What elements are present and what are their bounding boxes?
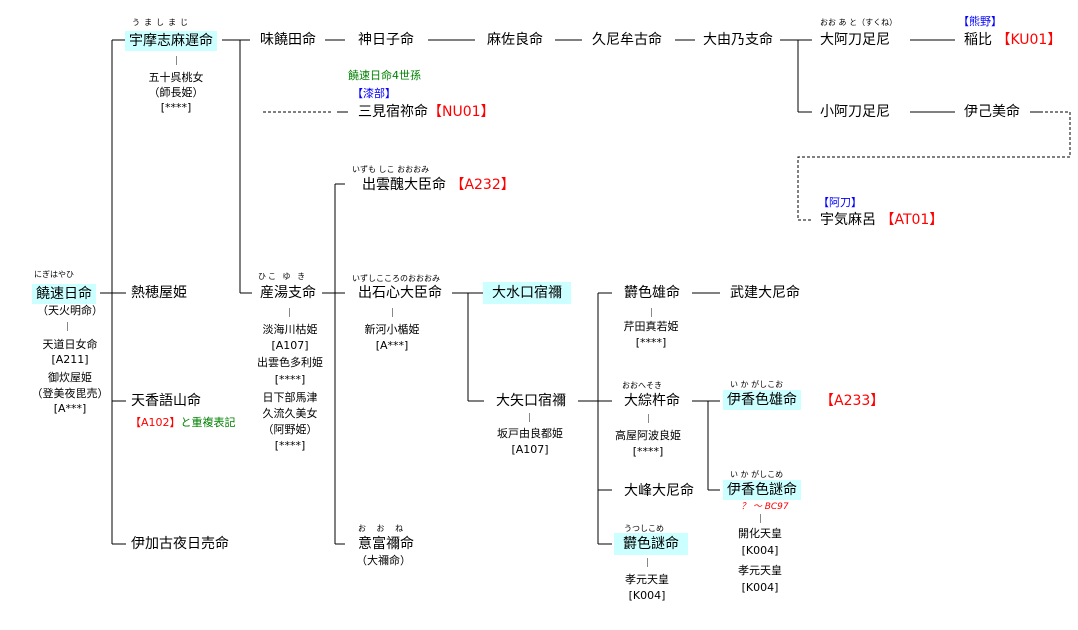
node-hotsuyahime[interactable]: 熱穂屋姫	[131, 285, 187, 301]
note-code: 【A102】	[130, 416, 181, 429]
node-izumoshiko[interactable]: 出雲醜大臣命 【A232】	[362, 176, 515, 194]
spouse-code: [A107]	[271, 339, 309, 352]
spouse-alias: （師長姫）	[148, 86, 204, 99]
node-oone[interactable]: 意富禰命	[358, 536, 414, 552]
node-ooyunokhe[interactable]: 大由乃支命	[703, 32, 773, 48]
spouse-code: [****]	[274, 373, 306, 386]
node-umashitanigi[interactable]: 味饒田命	[260, 32, 316, 48]
node-oatotari[interactable]: 大阿刀足尼	[820, 32, 890, 48]
generation-note: 饒速日命4世孫	[348, 69, 421, 82]
spouse-code: [K004]	[741, 544, 779, 557]
node-ikagashikoo[interactable]: 伊香色雄命	[723, 390, 801, 410]
ruby: いずも しこ おおおみ	[352, 165, 430, 174]
spouse-link	[760, 514, 761, 523]
code: 【A232】	[450, 177, 515, 193]
node-ikakoyahime[interactable]: 伊加古夜日売命	[131, 536, 229, 552]
node-mimisukune[interactable]: 三見宿祢命【NU01】	[358, 103, 495, 121]
clan-label: 【漆部】	[352, 87, 396, 100]
ruby: うつしこめ	[624, 524, 664, 533]
ruby: い か がしこお	[730, 380, 784, 389]
alias: （大禰命）	[356, 554, 411, 567]
name: 出雲醜大臣命	[362, 177, 446, 193]
ruby: い か がしこめ	[730, 470, 784, 479]
spouse-code: [****]	[274, 439, 306, 452]
spouse-alias: （登美夜毘売）	[31, 387, 109, 400]
duplicate-note: 【A102】と重複表記	[130, 415, 236, 430]
spouse: 孝元天皇	[738, 564, 782, 577]
spouse: 御炊屋姫	[48, 371, 92, 384]
spouse-link	[67, 322, 68, 331]
node-izushigokoro[interactable]: 出石心大臣命	[358, 285, 442, 301]
spouse-code: [****]	[160, 101, 192, 114]
node-utsushikoo[interactable]: 欝色雄命	[624, 285, 680, 301]
ruby: お お ね	[358, 524, 408, 533]
node-inahi[interactable]: 稲比 【KU01】	[964, 31, 1061, 49]
spouse: 天道日女命	[42, 338, 98, 351]
spouse: 出雲色多利姫	[257, 356, 323, 369]
spouse: 五十呉桃女	[148, 71, 204, 84]
node-ikomi[interactable]: 伊己美命	[964, 104, 1020, 120]
spouse: 新河小楯姫	[364, 323, 420, 336]
node-nigihayahi[interactable]: 饒速日命	[32, 284, 96, 304]
spouse-code: [A***]	[375, 339, 409, 352]
node-oohesoki[interactable]: 大綜杵命	[624, 393, 680, 409]
ruby: おおへそき	[622, 381, 662, 390]
node-takeoone[interactable]: 武建大尼命	[730, 285, 800, 301]
code: 【NU01】	[428, 104, 495, 120]
node-utsushikome[interactable]: 欝色謎命	[614, 533, 688, 555]
spouse-code: [****]	[632, 445, 664, 458]
name: 三見宿祢命	[358, 104, 428, 120]
ruby: いずしこころのおおおみ	[352, 274, 440, 283]
spouse-code: [A211]	[51, 353, 89, 366]
spouse-link	[289, 308, 290, 317]
node-amanokagoyama[interactable]: 天香語山命	[131, 393, 201, 409]
spouse: 孝元天皇	[625, 573, 669, 586]
spouse-alias: （阿野姫）	[262, 423, 318, 436]
spouse-link	[651, 308, 652, 317]
ruby: おお あ と（すくね）	[820, 18, 898, 27]
spouse-link	[392, 308, 393, 317]
spouse-code: [K004]	[741, 581, 779, 594]
code: 【AT01】	[880, 212, 944, 228]
node-code: 【A233】	[820, 393, 885, 409]
name: 稲比	[964, 32, 992, 48]
connector-line	[797, 111, 1071, 221]
spouse-code: [A***]	[53, 402, 87, 415]
note-text: と重複表記	[180, 416, 236, 429]
ruby: うましまじ	[132, 18, 192, 27]
spouse: 久流久美女	[262, 407, 318, 420]
spouse-link	[176, 56, 177, 65]
clan-label: 【阿刀】	[818, 196, 862, 209]
ruby: ひこ ゆ き	[258, 272, 308, 281]
node-kunimuko[interactable]: 久尼牟古命	[592, 32, 662, 48]
node-kanhiko[interactable]: 神日子命	[358, 32, 414, 48]
node-koatotari[interactable]: 小阿刀足尼	[820, 104, 890, 120]
spouse-link	[647, 558, 648, 567]
life-dates: ？ ～ BC97	[741, 502, 789, 512]
ruby: にぎはやひ	[34, 270, 74, 279]
clan-label: 【熊野】	[958, 15, 1002, 28]
node-ukemaro[interactable]: 宇気麻呂 【AT01】	[820, 211, 943, 229]
spouse-code: [K004]	[628, 589, 666, 602]
node-ikagashikome[interactable]: 伊香色謎命	[723, 480, 801, 500]
node-umashimaji[interactable]: 宇摩志麻遅命	[125, 31, 217, 51]
spouse-code: [****]	[635, 336, 667, 349]
spouse: 日下部馬津	[262, 391, 318, 404]
spouse: 坂戸由良都姫	[497, 427, 563, 440]
name: 宇気麻呂	[820, 212, 876, 228]
spouse-link	[529, 413, 530, 422]
node-oomikuchi[interactable]: 大水口宿禰	[483, 282, 571, 304]
spouse: 高屋阿波良姫	[615, 429, 681, 442]
spouse: 芹田真若姫	[623, 320, 679, 333]
node-ooyakuchi[interactable]: 大矢口宿禰	[496, 393, 566, 409]
node-masara[interactable]: 麻佐良命	[487, 32, 543, 48]
alias: （天火明命）	[37, 304, 103, 317]
spouse-link	[648, 414, 649, 423]
spouse-code: [A107]	[511, 443, 549, 456]
code: 【KU01】	[996, 32, 1062, 48]
node-oominene[interactable]: 大峰大尼命	[624, 483, 694, 499]
spouse: 開化天皇	[738, 527, 782, 540]
spouse: 淡海川枯姫	[262, 323, 318, 336]
node-hikoyuki[interactable]: 産湯支命	[260, 285, 316, 301]
